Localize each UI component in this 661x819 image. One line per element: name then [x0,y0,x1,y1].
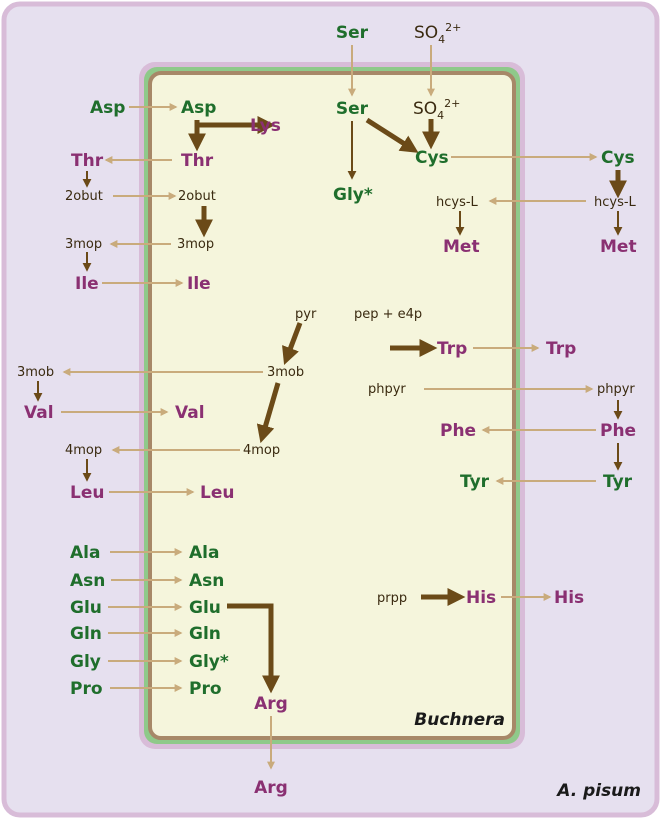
his-external-label: His [554,588,584,608]
thr-internal-label: Thr [181,151,214,171]
ala-internal-label: Ala [189,543,219,563]
pro-external-label: Pro [70,679,103,699]
4mop-internal-label: 4mop [243,443,280,458]
3mop-internal-label: 3mop [177,237,214,252]
leu-internal-label: Leu [200,483,234,503]
3mob-internal-label: 3mob [267,365,304,380]
pro-internal-label: Pro [189,679,222,699]
leu-external-label: Leu [70,483,104,503]
metabolite-labels: Ser SO42+ Asp Asp Lys Ser SO42+ Cys Cys … [17,21,641,801]
hcys-internal-label: hcys-L [436,195,479,210]
asp-internal-label: Asp [181,98,216,118]
glu-external-label: Glu [70,598,102,618]
phe-internal-label: Phe [440,421,476,441]
ser-internal-label: Ser [336,99,369,119]
3mob-external-label: 3mob [17,365,54,380]
his-internal-label: His [466,588,496,608]
2obut-external-label: 2obut [65,189,103,204]
tyr-internal-label: Tyr [460,472,490,492]
pathway-arrows-thin [33,121,623,482]
ile-internal-label: Ile [187,274,211,294]
met-external-label: Met [600,237,637,257]
buchnera-label: Buchnera [414,710,505,730]
4mop-external-label: 4mop [65,443,102,458]
cys-external-label: Cys [601,148,635,168]
phpyr-external-label: phpyr [597,382,635,397]
asn-internal-label: Asn [189,571,224,591]
pathway-arrows-bold [188,116,627,694]
phpyr-internal-label: phpyr [368,382,406,397]
cys-internal-label: Cys [415,148,449,168]
arg-internal-label: Arg [254,694,288,714]
lys-label: Lys [250,116,281,136]
gln-external-label: Gln [70,624,102,644]
asn-external-label: Asn [70,571,105,591]
2obut-internal-label: 2obut [178,189,216,204]
val-internal-label: Val [175,403,205,423]
trp-external-label: Trp [546,339,576,359]
so4-external-label: SO42+ [414,21,461,46]
phe-external-label: Phe [600,421,636,441]
ser-external-label: Ser [336,23,369,43]
thr-external-label: Thr [71,151,104,171]
asp-external-label: Asp [90,98,125,118]
pyr-label: pyr [295,307,317,322]
glu-internal-label: Glu [189,598,221,618]
3mop-external-label: 3mop [65,237,102,252]
val-external-label: Val [24,403,54,423]
hcys-external-label: hcys-L [594,195,637,210]
prpp-label: prpp [377,591,407,606]
transport-arrows [61,45,598,770]
gly-external-label: Gly [70,652,101,672]
a-pisum-label: A. pisum [555,781,641,801]
ile-external-label: Ile [75,274,99,294]
tyr-external-label: Tyr [603,472,633,492]
trp-internal-label: Trp [437,339,467,359]
pep-e4p-label: pep + e4p [354,307,422,322]
gly-star-internal-label: Gly* [333,185,373,205]
gly-star-label: Gly* [189,652,229,672]
gln-internal-label: Gln [189,624,221,644]
so4-internal-label: SO42+ [413,97,460,122]
ala-external-label: Ala [70,543,100,563]
buchnera-cell [148,71,516,740]
arg-external-label: Arg [254,778,288,798]
met-internal-label: Met [443,237,480,257]
